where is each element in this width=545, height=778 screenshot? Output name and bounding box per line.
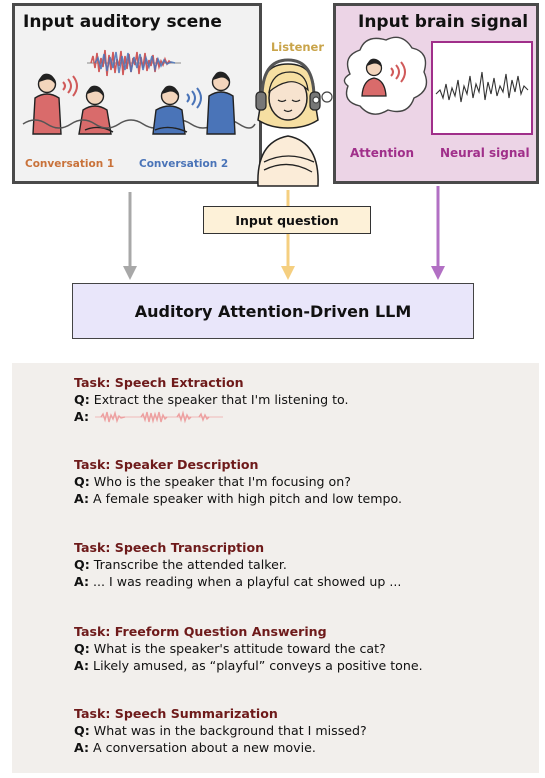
listener-icon bbox=[255, 58, 321, 187]
conversation-1-text: Conversation 1 bbox=[25, 158, 115, 170]
q-label: Q: bbox=[74, 723, 90, 738]
audio-waveform-icon bbox=[95, 409, 224, 424]
tasks-panel: Task: Speech Extraction Q: Extract the s… bbox=[12, 363, 539, 773]
auditory-scene-illustration bbox=[22, 49, 256, 135]
a-label: A: bbox=[74, 740, 90, 755]
task-question: Q: What is the speaker's attitude toward… bbox=[74, 640, 423, 657]
task-title: Task: Speech Extraction bbox=[74, 375, 244, 390]
q-label: Q: bbox=[74, 557, 90, 572]
thought-bubble-icon bbox=[312, 91, 333, 104]
task-question: Q: Extract the speaker that I'm listenin… bbox=[74, 391, 349, 408]
task-answer: A: A female speaker with high pitch and … bbox=[74, 490, 402, 507]
q-label: Q: bbox=[74, 392, 90, 407]
task-answer: A: Likely amused, as “playful” conveys a… bbox=[74, 657, 423, 674]
conversation-1-speakers-icon bbox=[32, 73, 114, 135]
neural-signal-label: Neural signal bbox=[440, 146, 530, 160]
mixed-waveform-icon bbox=[87, 49, 181, 77]
task-answer: A: bbox=[74, 408, 349, 425]
task-answer-text: ... I was reading when a playful cat sho… bbox=[93, 574, 402, 589]
task-speaker-description: Task: Speaker Description Q: Who is the … bbox=[74, 456, 402, 507]
task-question: Q: Who is the speaker that I'm focusing … bbox=[74, 473, 402, 490]
attention-label: Attention bbox=[350, 146, 415, 160]
a-label: A: bbox=[74, 658, 90, 673]
input-question-box: Input question bbox=[203, 206, 371, 234]
auditory-attention-llm-box: Auditory Attention-Driven LLM bbox=[72, 283, 474, 339]
task-answer: A: ... I was reading when a playful cat … bbox=[74, 573, 401, 590]
task-speech-transcription: Task: Speech Transcription Q: Transcribe… bbox=[74, 539, 401, 590]
a-label: A: bbox=[74, 491, 90, 506]
task-freeform-qa: Task: Freeform Question Answering Q: Wha… bbox=[74, 623, 423, 674]
task-answer: A: A conversation about a new movie. bbox=[74, 739, 367, 756]
task-question-text: What is the speaker's attitude toward th… bbox=[93, 641, 386, 656]
task-question-text: Extract the speaker that I'm listening t… bbox=[93, 392, 349, 407]
scene-panel-title: Input auditory scene bbox=[23, 12, 222, 32]
conversation-2-label: Conversation 2 bbox=[139, 158, 228, 170]
task-title: Task: Speaker Description bbox=[74, 457, 259, 472]
conversation-2-speakers-icon bbox=[152, 71, 236, 135]
task-title: Task: Speech Summarization bbox=[74, 706, 278, 721]
task-speech-summarization: Task: Speech Summarization Q: What was i… bbox=[74, 705, 367, 756]
task-speech-extraction: Task: Speech Extraction Q: Extract the s… bbox=[74, 374, 349, 425]
input-auditory-scene-panel: Input auditory scene bbox=[12, 3, 262, 184]
listener-label: Listener bbox=[270, 40, 325, 54]
task-answer-text: A conversation about a new movie. bbox=[93, 740, 316, 755]
task-answer-text: Likely amused, as “playful” conveys a po… bbox=[93, 658, 423, 673]
task-question-text: Who is the speaker that I'm focusing on? bbox=[93, 474, 351, 489]
a-label: A: bbox=[74, 409, 90, 424]
task-answer-text: A female speaker with high pitch and low… bbox=[93, 491, 403, 506]
neural-signal-waveform bbox=[435, 71, 529, 103]
brain-signal-illustration bbox=[343, 36, 533, 135]
task-question: Q: Transcribe the attended talker. bbox=[74, 556, 401, 573]
q-label: Q: bbox=[74, 474, 90, 489]
brain-panel-title: Input brain signal bbox=[358, 12, 529, 32]
a-label: A: bbox=[74, 574, 90, 589]
task-question: Q: What was in the background that I mis… bbox=[74, 722, 367, 739]
flow-arrows bbox=[123, 186, 445, 280]
conversation-2-text: Conversation 2 bbox=[139, 158, 229, 170]
q-label: Q: bbox=[74, 641, 90, 656]
task-title: Task: Speech Transcription bbox=[74, 540, 265, 555]
task-question-text: What was in the background that I missed… bbox=[93, 723, 367, 738]
task-question-text: Transcribe the attended talker. bbox=[93, 557, 287, 572]
input-brain-signal-panel: Input brain signal Attention Neural sign… bbox=[333, 3, 539, 184]
task-title: Task: Freeform Question Answering bbox=[74, 624, 327, 639]
conversation-1-label: Conversation 1 bbox=[25, 158, 114, 170]
